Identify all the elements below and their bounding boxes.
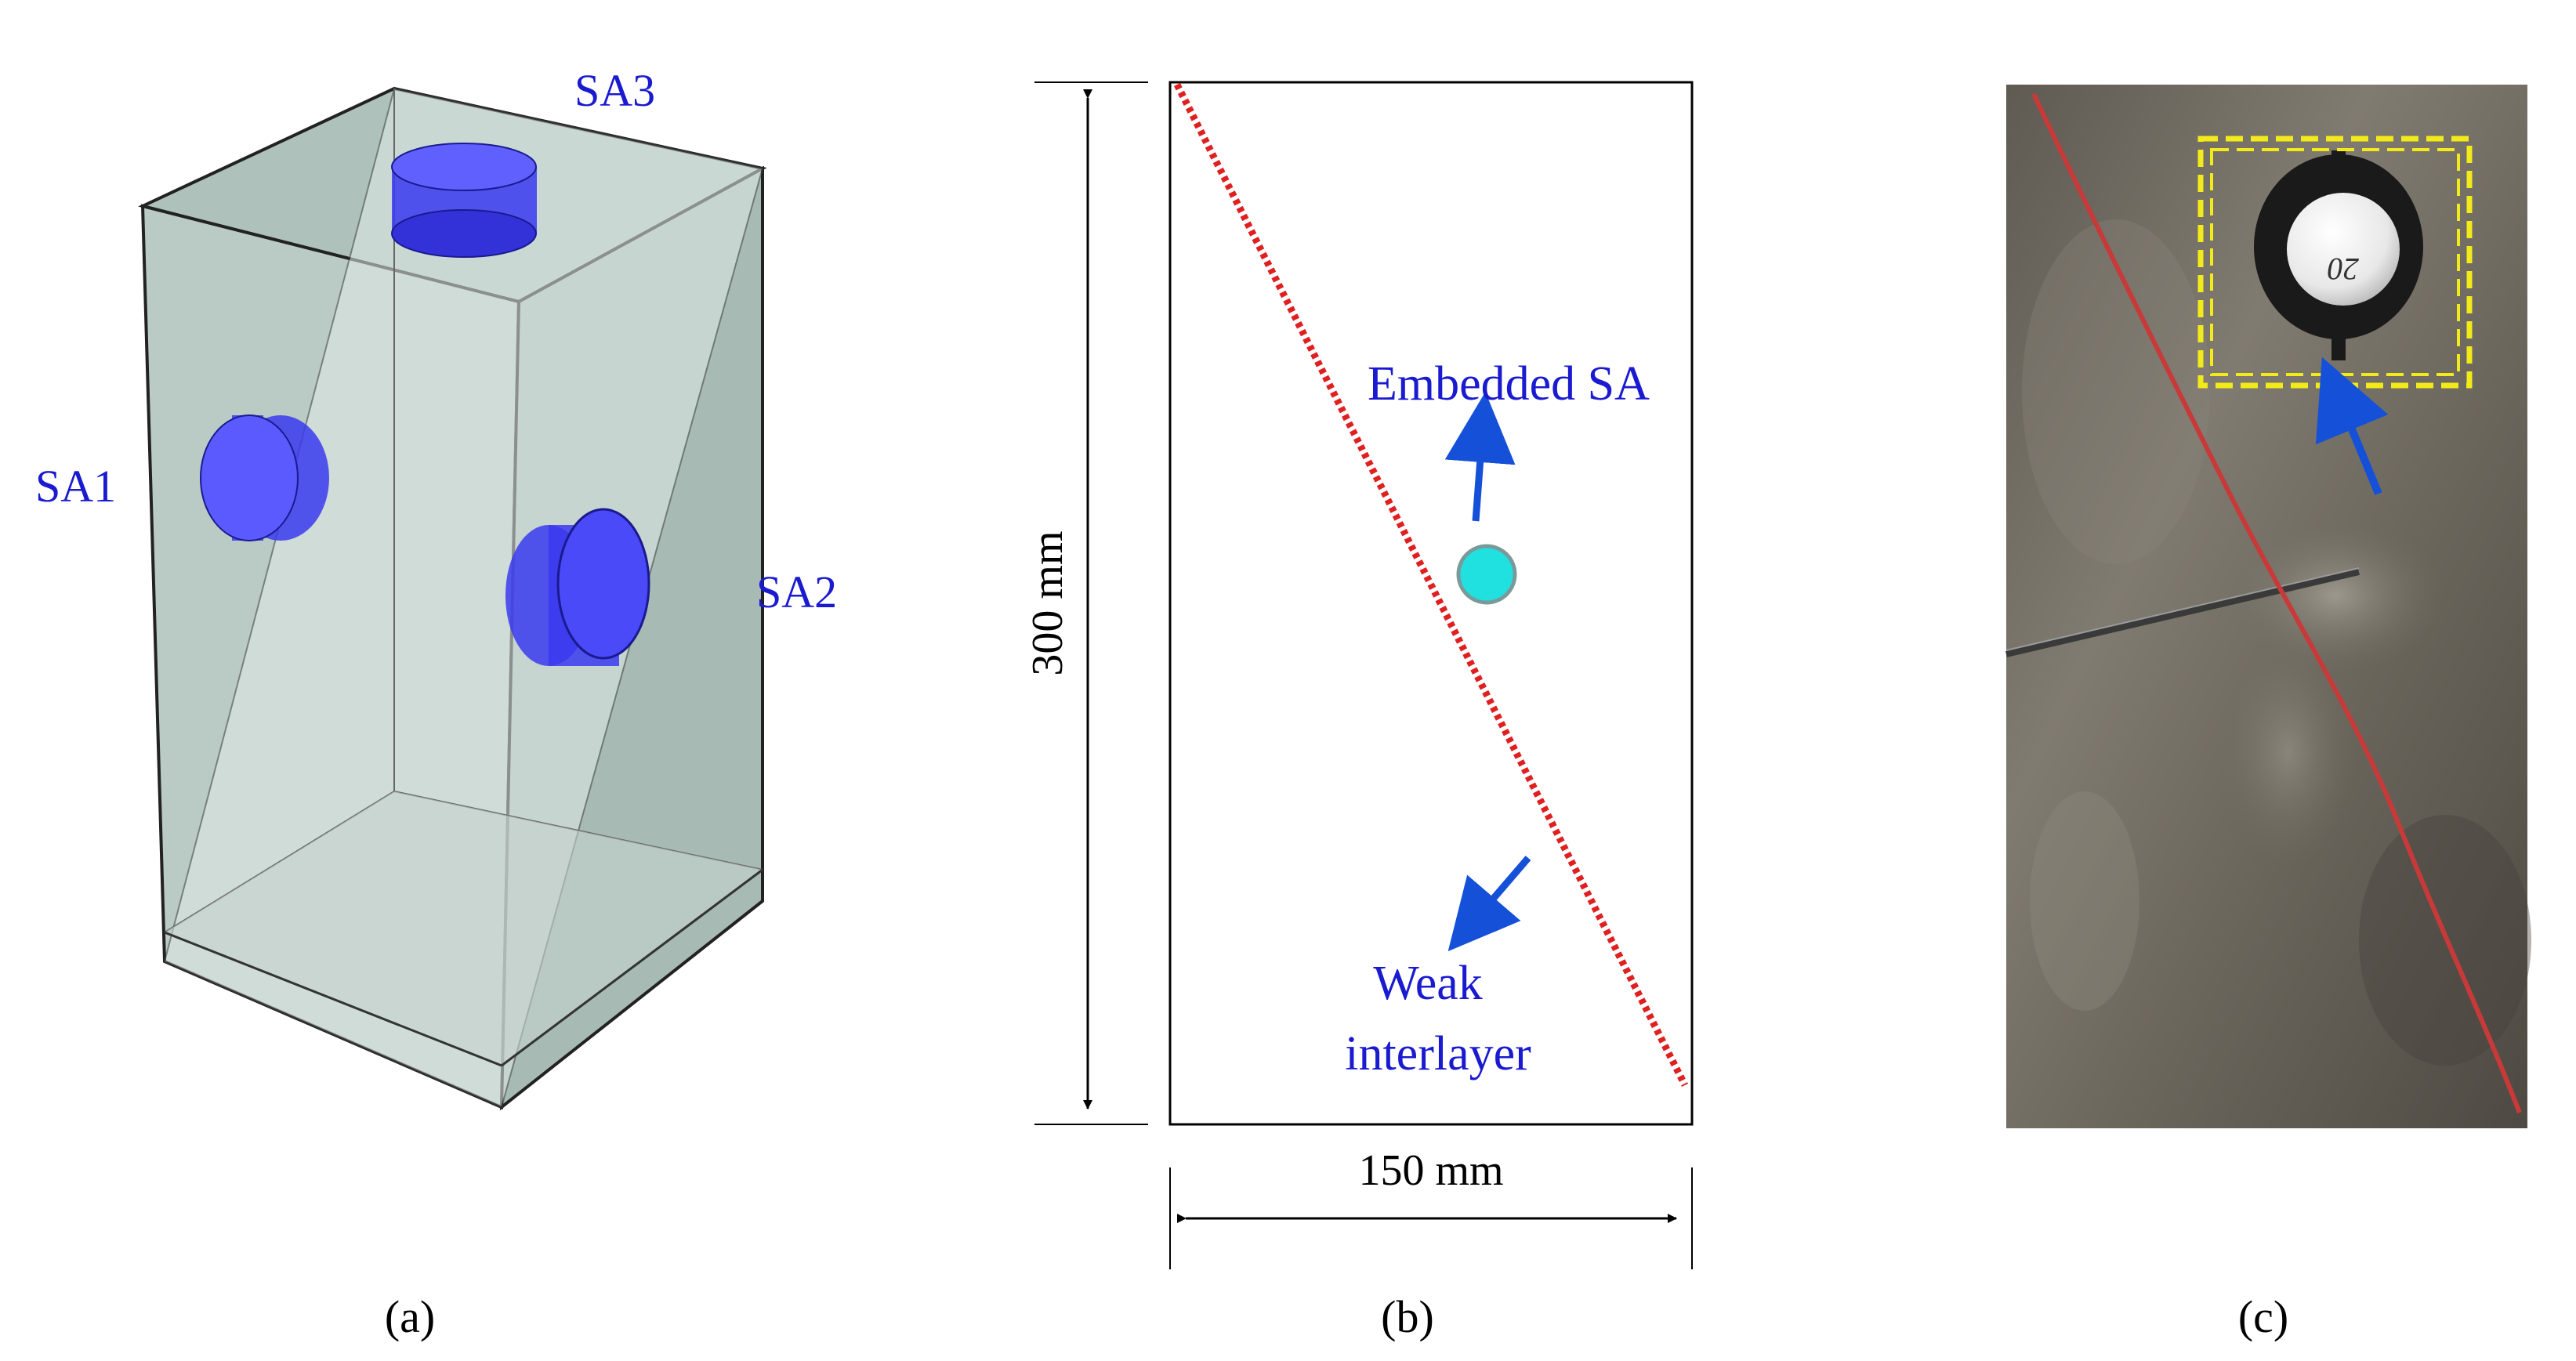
surface-patch — [2030, 791, 2139, 1011]
sa2-sensor — [505, 508, 650, 666]
sensor-ball — [2287, 193, 2400, 306]
weak-interlayer-arrow — [1447, 856, 1531, 952]
caption-a: (a) — [385, 1291, 435, 1342]
weak-interlayer-label-line1: Weak — [1373, 957, 1483, 1010]
sensor-hole-slot — [2331, 325, 2346, 360]
sa2-label: SA2 — [756, 566, 837, 617]
panel-b: 300 mm 150 mm Embedded SA Weak interlaye… — [1024, 81, 1694, 1342]
interlayer-crack — [2031, 92, 2522, 1114]
caption-b: (b) — [1381, 1291, 1434, 1342]
panel-c: 20 (c) — [2005, 85, 2531, 1342]
sa3-label: SA3 — [574, 65, 655, 116]
height-dimension-label: 300 mm — [1024, 530, 1072, 675]
surface-patch — [2226, 517, 2445, 674]
sa3-sensor — [391, 143, 537, 258]
specimen-outline — [1168, 81, 1694, 1126]
sa1-sensor — [200, 414, 329, 541]
weak-interlayer-line — [1173, 82, 1689, 1088]
embedded-sa-label: Embedded SA — [1368, 357, 1650, 411]
surface-patch — [2022, 219, 2210, 564]
embedded-sa-marker — [1456, 544, 1517, 605]
weak-interlayer-label-line2: interlayer — [1345, 1027, 1531, 1080]
sensor-arrow — [2315, 357, 2389, 495]
base-edge — [164, 931, 502, 1067]
sensor-hole-slot — [2331, 150, 2346, 182]
highlight-box — [2197, 136, 2473, 389]
sa1-label: SA1 — [35, 461, 116, 512]
width-dimension-label: 150 mm — [1358, 1146, 1503, 1195]
block-bottom-face — [165, 791, 763, 1066]
embedded-sa-arrow — [1444, 392, 1516, 522]
sensor-marking: 20 — [2328, 252, 2359, 287]
highlight-box-inner — [2210, 148, 2460, 376]
sensor-cable-highlight — [2005, 567, 2360, 651]
panel-a: SA3 SA1 SA2 (a) — [35, 65, 837, 1342]
base-edge — [501, 868, 763, 1067]
surface-patch — [2218, 635, 2359, 870]
caption-c: (c) — [2238, 1291, 2288, 1342]
sensor-cable — [2005, 569, 2360, 657]
